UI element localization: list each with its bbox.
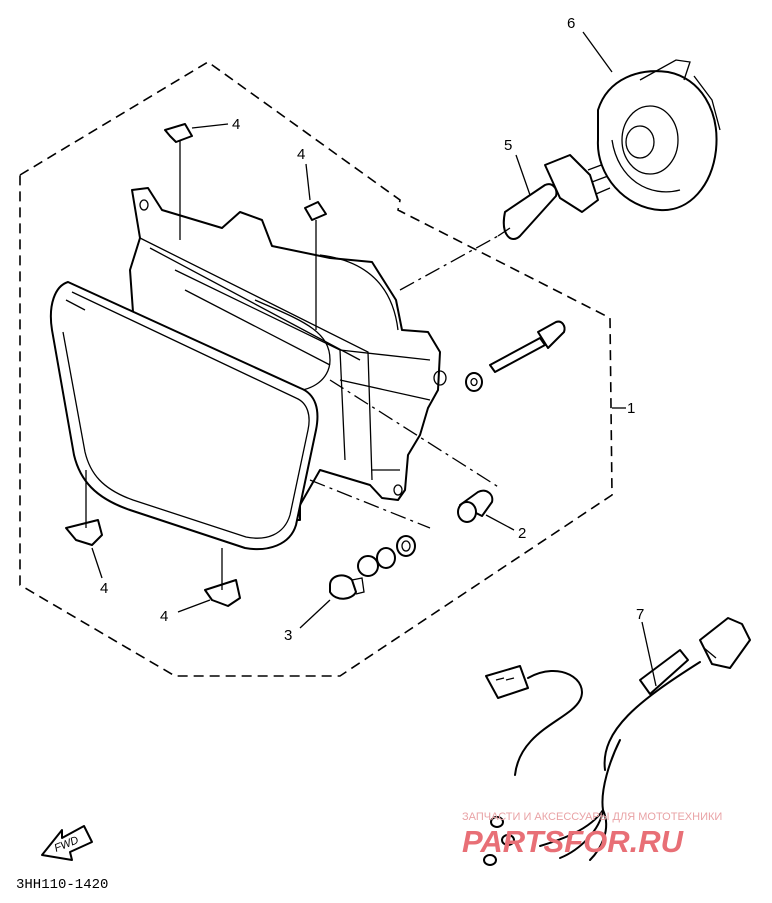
callout-5: 5 [504,137,512,154]
drawing-code: 3HH110-1420 [16,877,108,893]
adjusting-bolt [489,320,566,373]
assembly-boundary [19,61,613,677]
callout-3: 3 [284,627,292,644]
callout-4-top-left: 4 [232,116,240,133]
callout-2: 2 [518,525,526,542]
main-bulb [502,154,611,240]
watermark-brand: PARTSFOR.RU [462,824,685,859]
bulb-cover [596,59,721,212]
fwd-arrow: FWD [41,825,93,861]
callout-4-bottom-mid: 4 [160,608,168,625]
callout-6: 6 [567,15,575,32]
callout-1: 1 [627,400,635,417]
small-bulb [329,574,365,600]
bulb-socket [457,489,494,523]
callout-7: 7 [636,606,644,623]
clip-bottom-mid [204,579,241,607]
clip-bottom-left [65,519,103,546]
callout-4-bottom-left: 4 [100,580,108,597]
watermark-tagline: ЗАПЧАСТИ И АКСЕССУАРЫ ДЛЯ МОТОТЕХНИКИ [462,811,722,823]
clip-top-mid [304,201,327,221]
wire-harness [483,617,751,866]
washer [465,372,483,392]
callout-4-top-mid: 4 [297,146,305,163]
headlight-lens [49,281,319,551]
grommet [357,555,379,577]
clip-top-left [164,123,193,143]
